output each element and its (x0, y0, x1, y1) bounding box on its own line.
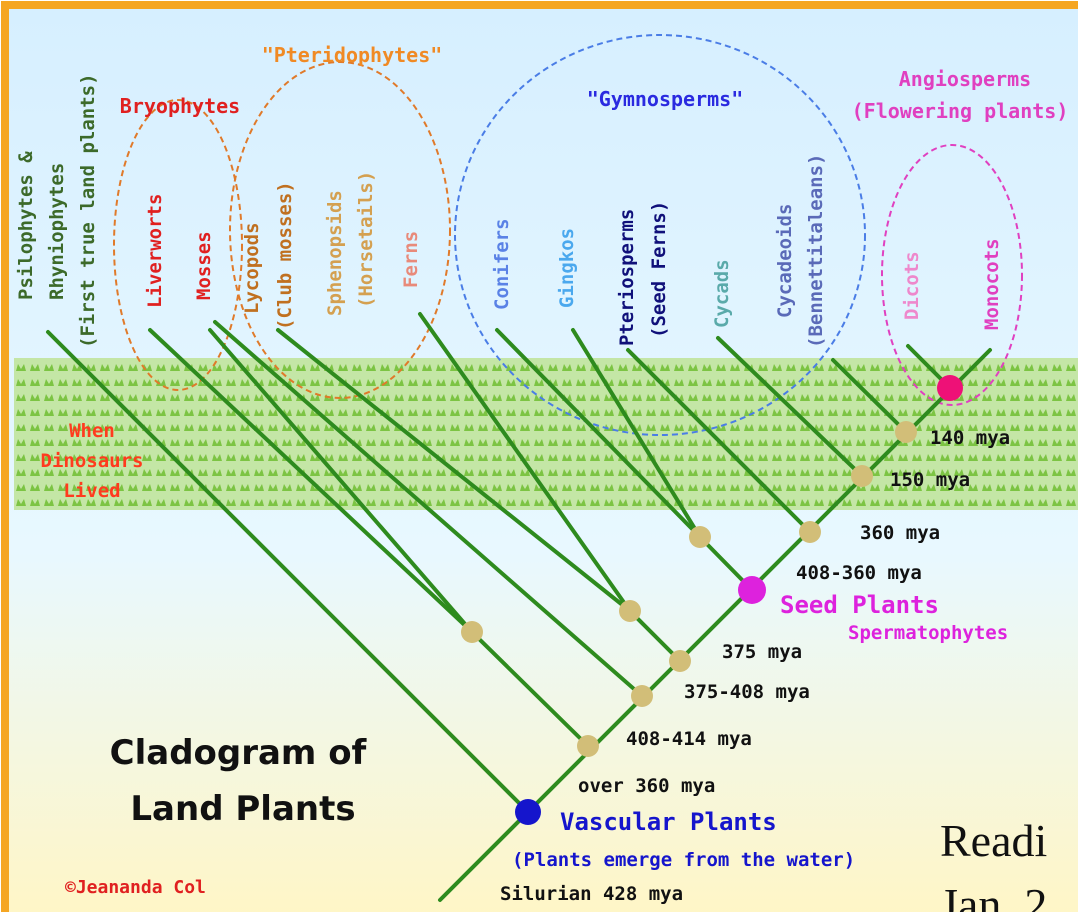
label-when: When (69, 420, 115, 442)
label-mosses: Mosses (193, 231, 215, 300)
node-375-408 (631, 685, 653, 707)
label-ferns: Ferns (400, 231, 422, 288)
node-vascular-plants (515, 799, 541, 825)
label-monocots: Monocots (981, 238, 1003, 330)
label-seed-ferns: (Seed Ferns) (648, 201, 670, 338)
label-spermatophytes: Spermatophytes (848, 622, 1008, 644)
label-lycopods: Lycopods (241, 222, 263, 314)
date-360: 360 mya (860, 522, 940, 544)
label-psilophytes: Psilophytes & (15, 151, 37, 300)
overlay-text-jan: Jan. 2 (940, 879, 1047, 912)
node-bryophytes (461, 621, 483, 643)
node-seed-plants (738, 576, 766, 604)
label-pteriosperms: Pteriosperms (616, 209, 638, 346)
title-line-1: Cladogram of (110, 733, 368, 773)
date-408-414: 408-414 mya (626, 728, 752, 750)
label-seed-plants: Seed Plants (780, 591, 939, 619)
label-first-true-land-plants: (First true land plants) (77, 73, 99, 348)
label-rhyniophytes: Rhyniophytes (46, 163, 68, 300)
label-dicots: Dicots (901, 251, 923, 320)
label-pteridophytes: "Pteridophytes" (262, 43, 443, 67)
title-line-2: Land Plants (130, 789, 355, 829)
date-140: 140 mya (930, 427, 1010, 449)
label-bryophytes: Bryophytes (120, 94, 240, 118)
node-408-414 (577, 735, 599, 757)
label-conifers: Conifers (491, 218, 513, 310)
date-375: 375 mya (722, 641, 802, 663)
copyright-label: ©Jeananda Col (65, 877, 206, 898)
label-cycads: Cycads (711, 259, 733, 328)
node-360 (799, 521, 821, 543)
label-vascular-plants: Vascular Plants (560, 808, 777, 836)
label-dinosaurs: Dinosaurs (41, 450, 144, 472)
label-club-mosses: (Club mosses) (274, 181, 296, 330)
overlay-text-readi: Readi (940, 815, 1047, 866)
date-150: 150 mya (890, 469, 970, 491)
label-bennettitaleans: (Bennettitaleans) (805, 154, 827, 348)
label-gingkos: Gingkos (556, 228, 578, 308)
node-sphenopsid-fern (619, 600, 641, 622)
date-over-360: over 360 mya (578, 775, 715, 797)
node-375 (669, 650, 691, 672)
node-angiosperms (937, 375, 963, 401)
date-silurian: Silurian 428 mya (500, 883, 683, 905)
label-horsetails: (Horsetails) (355, 171, 377, 308)
label-lived: Lived (63, 480, 120, 502)
node-140 (895, 421, 917, 443)
label-angiosperms: Angiosperms (899, 67, 1031, 91)
label-plants-emerge: (Plants emerge from the water) (512, 849, 855, 871)
node-conifer-gingko (689, 526, 711, 548)
label-gymnosperms: "Gymnosperms" (587, 87, 744, 111)
date-408-360: 408-360 mya (796, 562, 922, 584)
node-150 (851, 465, 873, 487)
label-sphenopsids: Sphenopsids (324, 190, 346, 316)
label-cycadeoids: Cycadeoids (774, 204, 796, 318)
date-375-408: 375-408 mya (684, 681, 810, 703)
label-liverworts: Liverworts (144, 194, 166, 308)
label-flowering-plants: (Flowering plants) (852, 99, 1069, 123)
